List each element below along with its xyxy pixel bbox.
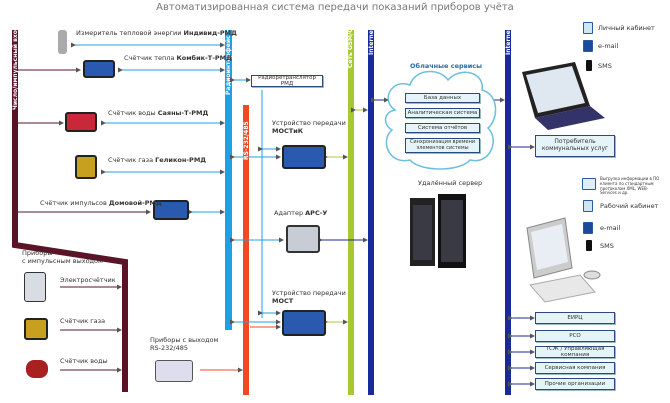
sayany-label: Счётчик воды Саяны-Т-РМД <box>108 109 209 117</box>
org-channel: e-mail <box>600 224 621 232</box>
domovoy-label: Счётчик импульсов Домовой-РМД <box>40 199 162 207</box>
gelikon-device-image <box>75 155 97 179</box>
electro-meter-image <box>24 272 46 302</box>
gelikon-label: Счётчик газа Геликон-РМД <box>108 156 207 164</box>
desktop-computer-image <box>526 217 601 303</box>
arsu-label: Адаптер АРС-У <box>274 209 328 217</box>
work-cabinet-icon <box>583 200 593 212</box>
internet-right-label: Internet <box>505 27 512 55</box>
water-meter-image <box>26 360 48 378</box>
gsm-bus <box>348 30 354 395</box>
rs-bus <box>243 105 249 395</box>
repeater-box: Радиоретранслятор РМД <box>251 75 323 87</box>
consumer-channel: e-mail <box>598 42 619 50</box>
mostik-device-image <box>282 145 326 169</box>
internet-bus-left <box>368 30 374 395</box>
org-box: ЕИРЦ <box>535 312 615 324</box>
consumer-channel: SMS <box>598 62 612 70</box>
org-box: Сервисная компания <box>535 362 615 374</box>
laptop-image <box>522 62 605 130</box>
email-icon <box>583 222 593 234</box>
domovoy-device-image <box>153 200 189 220</box>
org-box: ТСЖ / Управляющая компания <box>535 346 615 358</box>
consumer-box: Потребитель коммунальных услуг <box>535 135 615 157</box>
gas-label: Счётчик газа <box>60 317 106 325</box>
org-channel: SMS <box>600 242 614 250</box>
phone-icon <box>586 60 592 71</box>
gsm-bus-label: Сеть GSM/GPRS <box>347 14 354 68</box>
radio-bus <box>225 30 232 330</box>
phone-icon <box>586 240 592 251</box>
gas-meter-image <box>24 318 48 340</box>
pulse-group-label: Приборы с импульсным выходом <box>22 249 103 265</box>
org-channel: Выгрузка информации в ПО клиента по стан… <box>600 176 660 196</box>
rs-device-image <box>155 360 193 382</box>
org-box: Прочие организации <box>535 378 615 390</box>
server-label: Удалённый сервер <box>418 179 483 187</box>
arsu-device-image <box>286 225 320 253</box>
pulse-bus-label: Число/импульсный вход <box>12 25 19 110</box>
personal-cabinet-icon <box>583 22 593 34</box>
kombik-label: Счётчик тепла Комбик-Т-РМД <box>124 54 232 62</box>
page-title: Автоматизированная система передачи пока… <box>156 2 514 13</box>
cloud-item: База данных <box>405 93 480 103</box>
kombik-device-image <box>83 60 115 78</box>
consumer-channel: Личный кабинет <box>598 24 655 32</box>
water-label: Счётчик воды <box>60 357 108 365</box>
cloud-label: Облачные сервисы <box>410 62 483 70</box>
data-export-icon <box>582 178 596 190</box>
sayany-device-image <box>65 112 97 132</box>
most-device-image <box>282 310 326 336</box>
cloud-item: Система отчётов <box>405 123 480 133</box>
org-box: РСО <box>535 330 615 342</box>
individ-label: Измеритель тепловой энергии Индивид-РМД <box>76 29 237 37</box>
rs-group-label: Приборы с выходом RS-232/485 <box>150 336 219 352</box>
cloud-item: Синхронизация времени элементов системы <box>405 138 480 153</box>
cloud-item: Аналитическая система <box>405 108 480 118</box>
individ-device-image <box>58 30 67 54</box>
org-channel: Рабочий кабинет <box>600 202 659 210</box>
internet-bus-right <box>505 30 511 395</box>
email-icon <box>583 40 593 52</box>
server-image <box>410 194 466 268</box>
cloud-shape <box>384 70 497 170</box>
internet-left-label: Internet <box>368 27 375 55</box>
electro-label: Электросчётчик <box>60 276 116 284</box>
pulse-bus <box>12 30 128 392</box>
rs-bus-label: RS-232/485 <box>243 121 250 160</box>
